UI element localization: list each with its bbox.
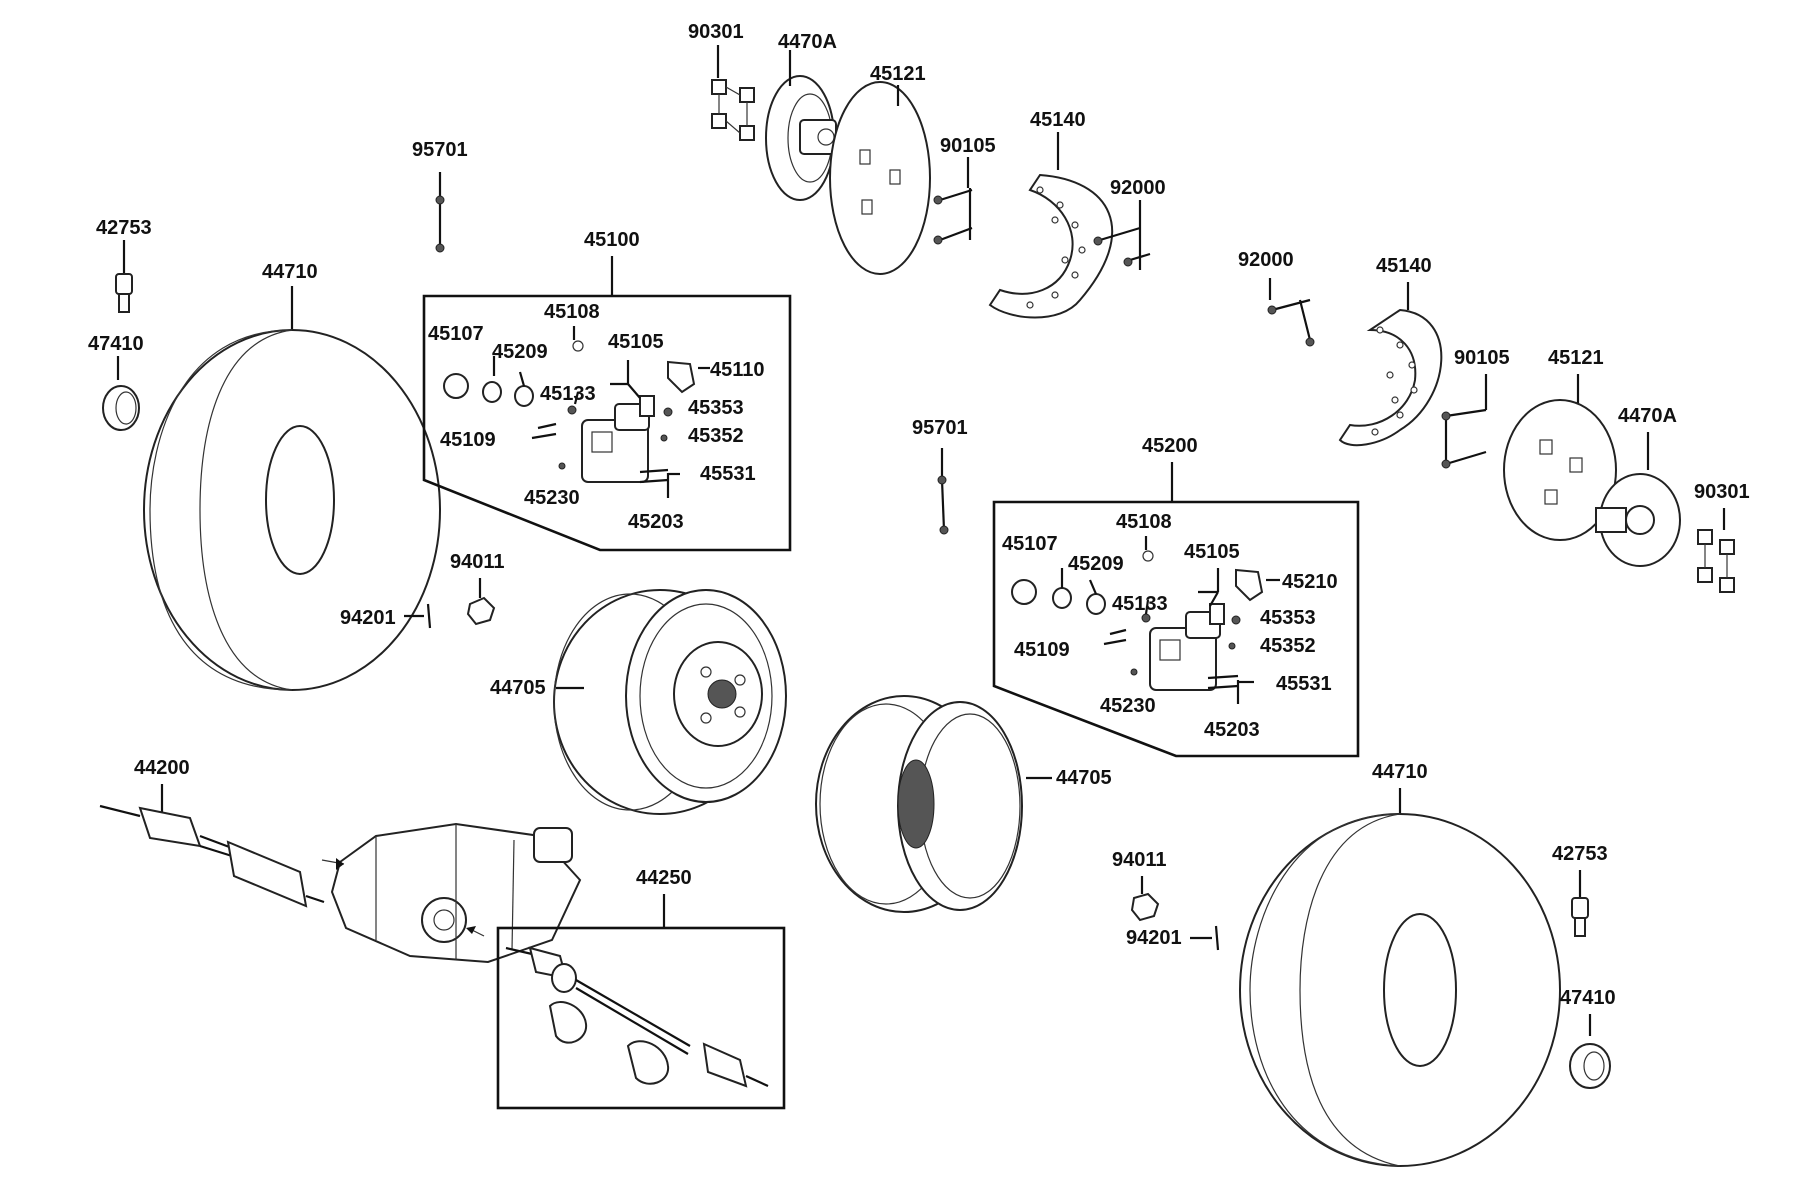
label-45353-box2: 45353 — [1260, 607, 1316, 629]
label-45105-box1: 45105 — [608, 331, 664, 353]
label-45108-box1: 45108 — [544, 301, 600, 323]
label-45352-box1: 45352 — [688, 425, 744, 447]
label-45100: 45100 — [584, 229, 640, 251]
label-45133-box2: 45133 — [1112, 593, 1168, 615]
label-45140-top: 45140 — [1030, 109, 1086, 131]
label-47410-right: 47410 — [1560, 987, 1616, 1009]
label-45209-box2: 45209 — [1068, 553, 1124, 575]
label-45105-box2: 45105 — [1184, 541, 1240, 563]
axle-shaft-kit-box — [496, 926, 786, 1110]
label-45210-box2: 45210 — [1282, 571, 1338, 593]
label-44705-left: 44705 — [490, 677, 546, 699]
rotor-bolt-set-top — [933, 188, 973, 245]
caliper-assembly-left — [443, 340, 696, 484]
label-90301-top: 90301 — [688, 21, 744, 43]
label-45352-box2: 45352 — [1260, 635, 1316, 657]
label-45230-box2: 45230 — [1100, 695, 1156, 717]
label-95701-mid: 95701 — [912, 417, 968, 439]
caliper-assembly-right — [1011, 550, 1264, 691]
label-94011-left: 94011 — [450, 551, 505, 573]
label-45209-box1: 45209 — [492, 341, 548, 363]
disc-bolt-set-top — [1093, 220, 1151, 270]
label-90105-top: 90105 — [940, 135, 996, 157]
cotter-pin-right — [1214, 925, 1220, 951]
differential-housing — [330, 822, 582, 964]
label-45109-box2: 45109 — [1014, 639, 1070, 661]
brake-caliper-kit-box-right — [992, 500, 1360, 758]
disc-bolt-set-right — [1267, 278, 1315, 347]
label-90105-right: 90105 — [1454, 347, 1510, 369]
rotor-bolt-set-right — [1441, 408, 1487, 469]
wheel-stud-set-top — [711, 79, 755, 141]
axle-nut-right — [1130, 892, 1160, 922]
label-90301-right: 90301 — [1694, 481, 1750, 503]
label-95701-left: 95701 — [412, 139, 468, 161]
valve-stem-left — [115, 273, 133, 313]
hub-cap-right — [1569, 1043, 1611, 1089]
label-45353-box1: 45353 — [688, 397, 744, 419]
label-47410-left: 47410 — [88, 333, 144, 355]
label-45203-box2: 45203 — [1204, 719, 1260, 741]
label-45108-box2: 45108 — [1116, 511, 1172, 533]
label-92000-top: 92000 — [1110, 177, 1166, 199]
brake-rotor-plate-top — [829, 81, 931, 275]
bolt-95701-mid — [937, 475, 949, 535]
label-45109-box1: 45109 — [440, 429, 496, 451]
label-44710-right: 44710 — [1372, 761, 1428, 783]
bolt-95701-left — [435, 195, 445, 253]
axle-shaft-kit-parts — [505, 946, 769, 1088]
wheel-rim-right — [815, 695, 1023, 913]
brake-rotor-plate-right — [1503, 399, 1617, 541]
label-94011-right: 94011 — [1112, 849, 1167, 871]
label-45230-box1: 45230 — [524, 487, 580, 509]
label-45110-box1: 45110 — [710, 359, 765, 381]
wheel-hub-top — [765, 75, 837, 201]
brake-caliper-kit-box-left — [422, 294, 792, 552]
wheel-stud-set-right — [1697, 529, 1735, 593]
brake-disc-right — [1338, 308, 1443, 447]
label-44710-left: 44710 — [262, 261, 318, 283]
tire-left — [143, 329, 441, 691]
label-44705-right: 44705 — [1056, 767, 1112, 789]
label-44200: 44200 — [134, 757, 190, 779]
axle-nut-left — [466, 596, 496, 626]
label-45133-box1: 45133 — [540, 383, 596, 405]
hub-cap-left — [102, 385, 140, 431]
tire-right — [1239, 813, 1561, 1167]
label-42753-left: 42753 — [96, 217, 152, 239]
label-45203-box1: 45203 — [628, 511, 684, 533]
wheel-hub-right — [1595, 473, 1681, 567]
brake-disc-top — [988, 173, 1113, 319]
label-45531-box1: 45531 — [700, 463, 756, 485]
label-92000-right: 92000 — [1238, 249, 1294, 271]
label-4470a-top: 4470A — [778, 31, 837, 53]
valve-stem-right — [1571, 897, 1589, 937]
label-94201-left: 94201 — [340, 607, 396, 629]
wheel-rim-left — [553, 589, 787, 815]
label-44250: 44250 — [636, 867, 692, 889]
label-45121-right: 45121 — [1548, 347, 1604, 369]
label-45107-box1: 45107 — [428, 323, 484, 345]
label-45531-box2: 45531 — [1276, 673, 1332, 695]
label-94201-right: 94201 — [1126, 927, 1182, 949]
label-45107-box2: 45107 — [1002, 533, 1058, 555]
cotter-pin-left — [426, 603, 432, 629]
label-45121-top: 45121 — [870, 63, 926, 85]
drive-shaft — [99, 804, 325, 908]
label-4470a-right: 4470A — [1618, 405, 1677, 427]
label-45140-right: 45140 — [1376, 255, 1432, 277]
label-45200: 45200 — [1142, 435, 1198, 457]
label-42753-right: 42753 — [1552, 843, 1608, 865]
